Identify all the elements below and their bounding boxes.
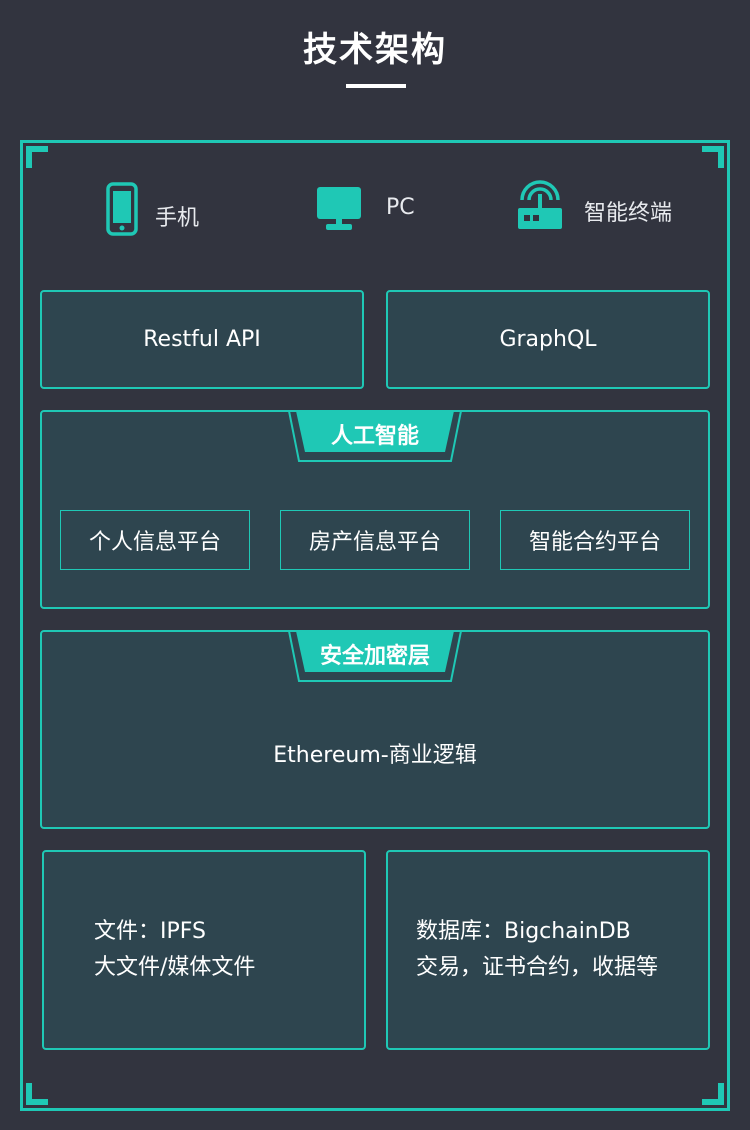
- platform-smart-contract: 智能合约平台: [500, 510, 690, 570]
- graphql-label: GraphQL: [499, 327, 597, 352]
- corner-bracket-top-left: [26, 146, 48, 168]
- platform-label: 个人信息平台: [88, 530, 221, 555]
- device-label-phone: 手机: [155, 206, 200, 231]
- file-storage-line2: 大文件/媒体文件: [94, 955, 256, 980]
- business-logic-label: Ethereum-商业逻辑: [273, 743, 477, 768]
- corner-bracket-bottom-left: [26, 1083, 48, 1105]
- restful-api-label: Restful API: [143, 327, 261, 352]
- database-line2: 交易，证书合约，收据等: [416, 955, 659, 980]
- title-underline: [346, 84, 406, 88]
- monitor-icon: [316, 186, 362, 232]
- platform-label: 房产信息平台: [308, 530, 441, 555]
- platform-real-estate-info: 房产信息平台: [280, 510, 470, 570]
- database-line1: 数据库：BigchainDB: [416, 919, 631, 944]
- platform-label: 智能合约平台: [528, 530, 661, 555]
- security-layer-tab: [288, 630, 462, 682]
- security-layer-title: 安全加密层: [319, 644, 430, 669]
- router-icon: [516, 178, 564, 230]
- page-title: 技术架构: [303, 30, 447, 70]
- ai-layer-tab: [288, 410, 462, 462]
- device-label-terminal: 智能终端: [584, 201, 673, 226]
- ai-layer-title: 人工智能: [330, 424, 419, 449]
- corner-bracket-top-right: [702, 146, 724, 168]
- platform-personal-info: 个人信息平台: [60, 510, 250, 570]
- file-storage-line1: 文件：IPFS: [94, 919, 206, 944]
- corner-bracket-bottom-right: [702, 1083, 724, 1105]
- phone-icon: [106, 182, 138, 236]
- graphql-box: GraphQL: [386, 290, 710, 389]
- restful-api-box: Restful API: [40, 290, 364, 389]
- database-box: [386, 850, 710, 1050]
- device-label-pc: PC: [386, 195, 415, 220]
- file-storage-box: [42, 850, 366, 1050]
- architecture-frame: [20, 140, 730, 1111]
- business-logic-text: Ethereum-商业逻辑: [40, 735, 710, 771]
